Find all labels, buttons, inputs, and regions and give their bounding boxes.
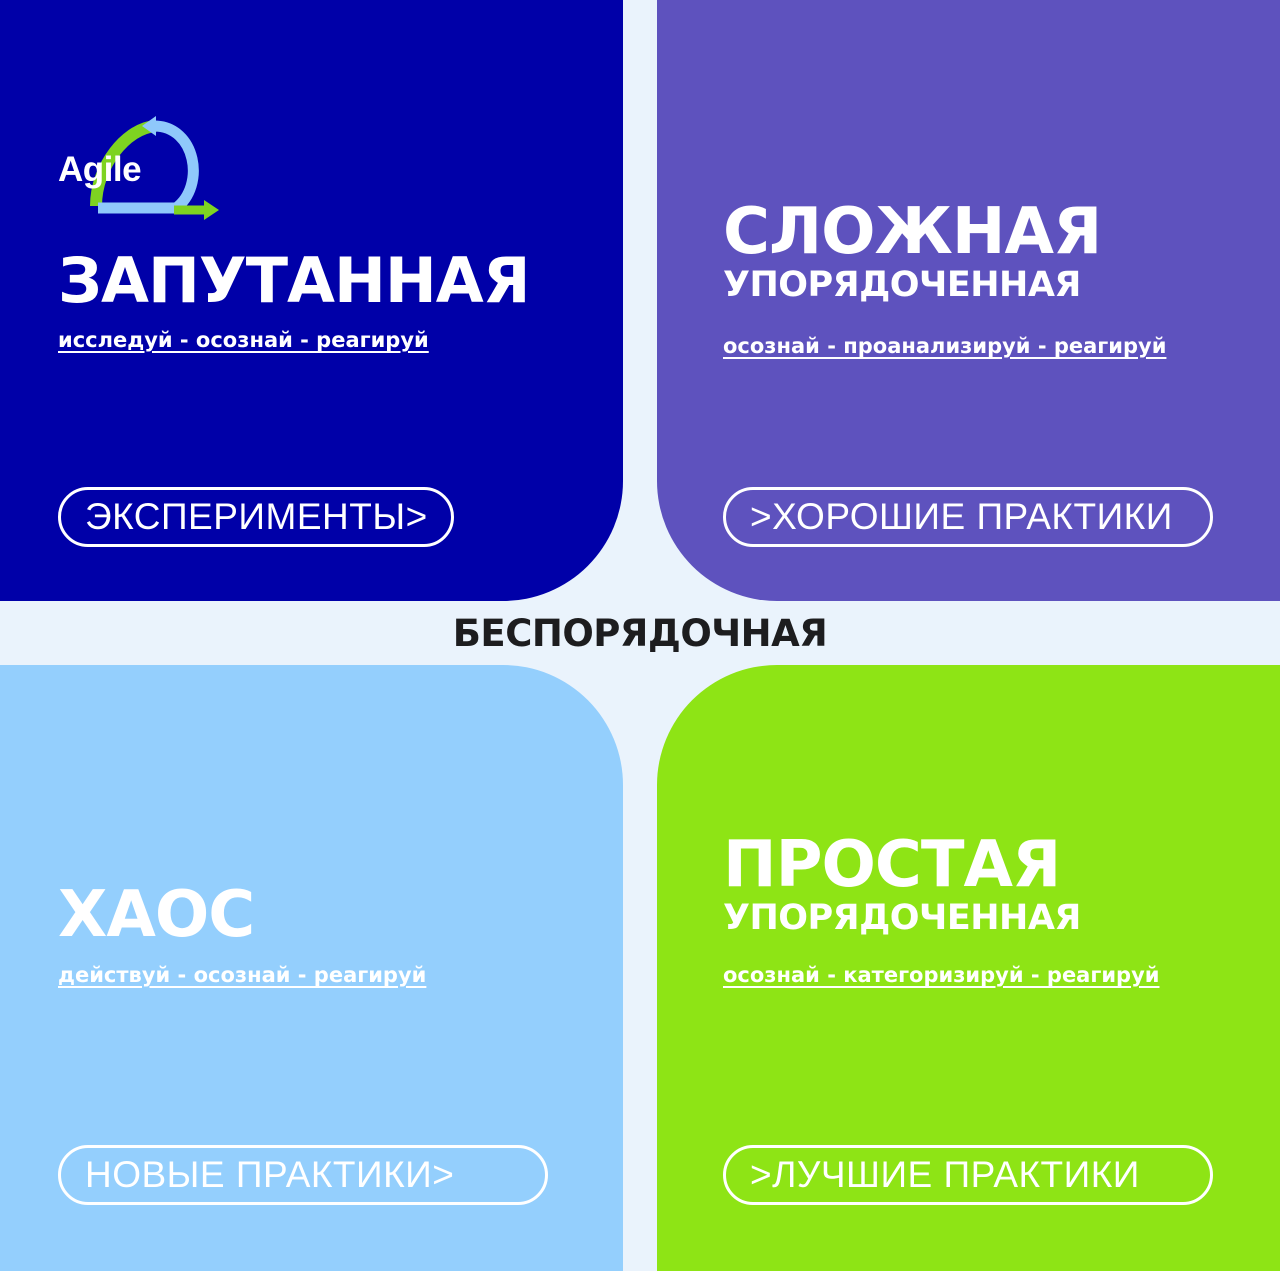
quadrant-subtitle: УПОРЯДОЧЕННАЯ <box>723 265 1081 305</box>
quadrant-subtitle: УПОРЯДОЧЕННАЯ <box>723 898 1081 938</box>
quadrant-complicated: СЛОЖНАЯ УПОРЯДОЧЕННАЯ осознай - проанали… <box>657 0 1280 601</box>
quadrant-confused: Agile ЗАПУТАННАЯ исследуй - осознай - ре… <box>0 0 623 601</box>
cycle-arrows-icon <box>90 116 219 220</box>
quadrant-simple: ПРОСТАЯ УПОРЯДОЧЕННАЯ осознай - категори… <box>657 665 1280 1271</box>
quadrant-title: СЛОЖНАЯ <box>723 195 1102 269</box>
quadrant-motto: действуй - осознай - реагируй <box>58 963 427 987</box>
practice-button-novel[interactable]: НОВЫЕ ПРАКТИКИ> <box>58 1145 548 1205</box>
practice-button-good[interactable]: >ХОРОШИЕ ПРАКТИКИ <box>723 487 1213 547</box>
quadrant-chaos: ХАОС действуй - осознай - реагируй НОВЫЕ… <box>0 665 623 1271</box>
quadrant-title: ПРОСТАЯ <box>723 828 1061 902</box>
practice-button-best[interactable]: >ЛУЧШИЕ ПРАКТИКИ <box>723 1145 1213 1205</box>
quadrant-motto: исследуй - осознай - реагируй <box>58 328 429 352</box>
agile-logo: Agile <box>56 116 226 226</box>
practice-button-experiments[interactable]: ЭКСПЕРИМЕНТЫ> <box>58 487 454 547</box>
quadrant-motto: осознай - проанализируй - реагируй <box>723 334 1167 358</box>
center-label-disorder: БЕСПОРЯДОЧНАЯ <box>452 612 828 655</box>
quadrant-title: ЗАПУТАННАЯ <box>58 244 530 317</box>
quadrant-title: ХАОС <box>58 878 255 952</box>
quadrant-motto: осознай - категоризируй - реагируй <box>723 963 1160 987</box>
logo-text: Agile <box>58 150 142 189</box>
